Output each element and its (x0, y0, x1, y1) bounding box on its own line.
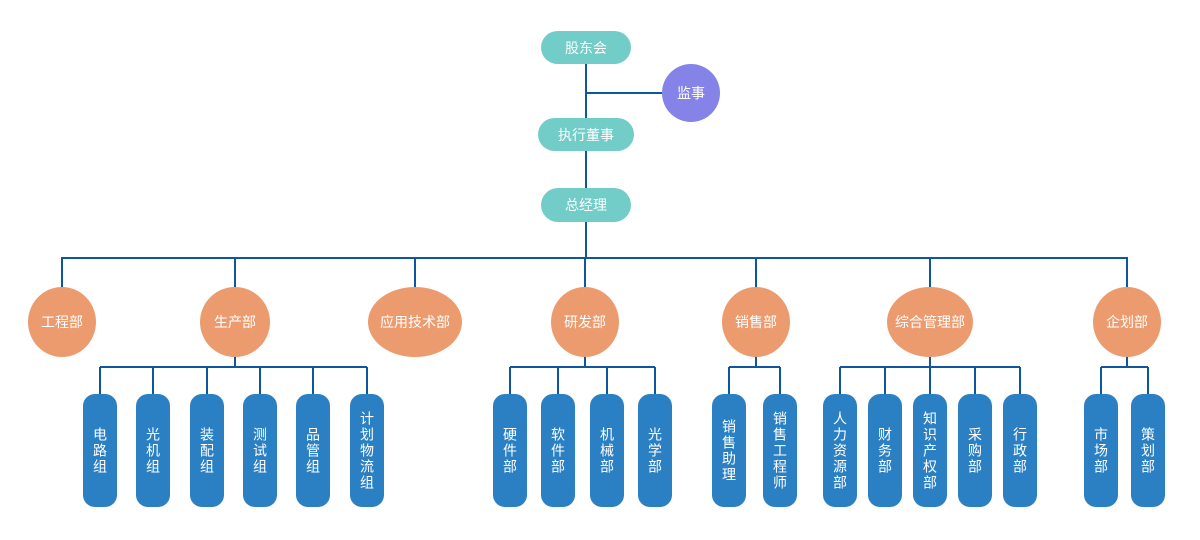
connector-testing-group-drop (259, 367, 261, 396)
software-dept-node: 软件部 (541, 394, 575, 507)
rnd-node: 研发部 (551, 287, 619, 357)
connector-planning-dept-drop (1147, 367, 1149, 396)
connector-production-bus (100, 366, 367, 368)
quality-control-group-node: 品管组 (296, 394, 330, 507)
sales-assistant-node: 销售助理 (712, 394, 746, 507)
planning-logistics-group-node: 计划物流组 (350, 394, 384, 507)
connector-rnd-subbus (584, 355, 586, 367)
connector-intellectual-property-dept-drop (929, 367, 931, 396)
marketing-dept-node: 市场部 (1084, 394, 1118, 507)
connector-rnd-bus (510, 366, 655, 368)
connector-planning-logistics-group-drop (366, 367, 368, 396)
connector-bus-applied-technology (414, 258, 416, 289)
connector-planning-bus (1101, 366, 1148, 368)
connector-human-resources-dept-drop (839, 367, 841, 396)
connector-executive-gm (585, 151, 587, 188)
connector-bus-rnd (584, 258, 586, 289)
connector-purchasing-dept-drop (974, 367, 976, 396)
connector-circuit-group-drop (99, 367, 101, 396)
planning-node: 企划部 (1093, 287, 1161, 357)
human-resources-dept-node: 人力资源部 (823, 394, 857, 507)
connector-supervisor-branch (586, 92, 662, 94)
shareholders-node: 股东会 (541, 31, 631, 64)
connector-hardware-dept-drop (509, 367, 511, 396)
engineering-node: 工程部 (28, 287, 96, 357)
connector-finance-dept-drop (884, 367, 886, 396)
connector-production-subbus (234, 355, 236, 367)
connector-quality-control-group-drop (312, 367, 314, 396)
connector-optomechanical-group-drop (152, 367, 154, 396)
connector-optics-dept-drop (654, 367, 656, 396)
connector-administration-dept-drop (1019, 367, 1021, 396)
connector-bus-production (234, 258, 236, 289)
planning-dept-node: 策划部 (1131, 394, 1165, 507)
circuit-group-node: 电路组 (83, 394, 117, 507)
connector-sales-assistant-drop (728, 367, 730, 396)
mechanical-dept-node: 机械部 (590, 394, 624, 507)
connector-assembly-group-drop (206, 367, 208, 396)
hardware-dept-node: 硬件部 (493, 394, 527, 507)
connector-bus-planning (1126, 258, 1128, 289)
sales-engineer-node: 销售工程师 (763, 394, 797, 507)
intellectual-property-dept-node: 知识产权部 (913, 394, 947, 507)
assembly-group-node: 装配组 (190, 394, 224, 507)
connector-gm-bus (585, 222, 587, 258)
connector-software-dept-drop (557, 367, 559, 396)
optomechanical-group-node: 光机组 (136, 394, 170, 507)
connector-marketing-dept-drop (1100, 367, 1102, 396)
connector-bus-general-admin (929, 258, 931, 289)
administration-dept-node: 行政部 (1003, 394, 1037, 507)
connector-general-admin-subbus (929, 355, 931, 367)
sales-node: 销售部 (722, 287, 790, 357)
executive-director-node: 执行董事 (538, 118, 634, 151)
connector-planning-subbus (1126, 355, 1128, 367)
production-node: 生产部 (200, 287, 270, 357)
applied-technology-node: 应用技术部 (368, 287, 462, 357)
connector-sales-subbus (755, 355, 757, 367)
general-admin-node: 综合管理部 (887, 287, 973, 357)
optics-dept-node: 光学部 (638, 394, 672, 507)
connector-shareholders-executive (585, 64, 587, 118)
purchasing-dept-node: 采购部 (958, 394, 992, 507)
connector-department-bus (61, 257, 1128, 259)
connector-sales-bus (729, 366, 780, 368)
connector-bus-engineering (61, 258, 63, 289)
finance-dept-node: 财务部 (868, 394, 902, 507)
general-manager-node: 总经理 (541, 188, 631, 222)
supervisor-node: 监事 (662, 64, 720, 122)
connector-sales-engineer-drop (779, 367, 781, 396)
connector-bus-sales (755, 258, 757, 289)
connector-mechanical-dept-drop (606, 367, 608, 396)
testing-group-node: 测试组 (243, 394, 277, 507)
